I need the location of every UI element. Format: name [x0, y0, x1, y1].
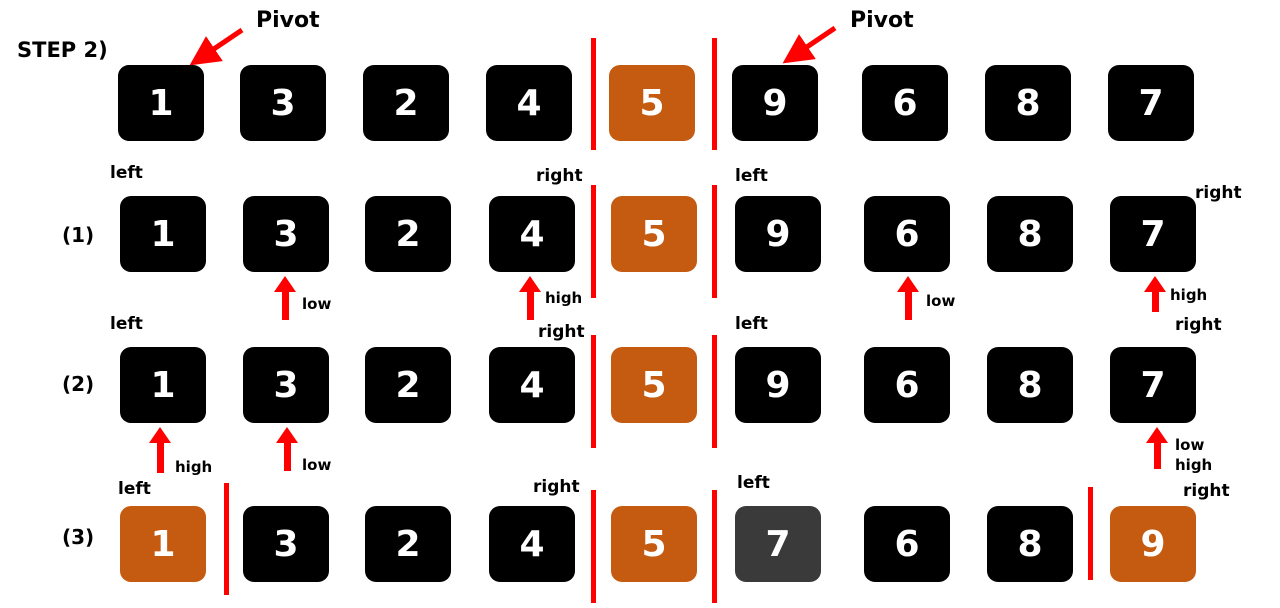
up-arrow-icon: [1144, 276, 1166, 312]
number-box: 8: [985, 65, 1071, 141]
number-box: 6: [862, 65, 948, 141]
pivot-label-right: Pivot: [850, 8, 914, 33]
up-arrow-icon: [1146, 427, 1168, 469]
number-box: 3: [243, 347, 329, 423]
row-label: (3): [62, 525, 95, 549]
partition-line: [712, 335, 717, 448]
number-box: 6: [864, 506, 950, 582]
pointer-tag-right: right: [1195, 183, 1242, 203]
number-box: 6: [864, 196, 950, 272]
number-box: 2: [365, 506, 451, 582]
pointer-tag-left: left: [737, 473, 770, 493]
number-box: 7: [1110, 347, 1196, 423]
partition-line: [591, 185, 596, 298]
number-box: 5: [611, 196, 697, 272]
pointer-tag-right: right: [1175, 315, 1222, 335]
row-label: (1): [62, 223, 95, 247]
pointer-label-high: high: [545, 289, 583, 307]
number-box: 5: [611, 347, 697, 423]
pointer-label-low: low: [302, 456, 332, 474]
pointer-label-low: low: [302, 295, 332, 313]
pointer-tag-left: left: [110, 314, 143, 334]
partition-line: [712, 490, 717, 603]
up-arrow-icon: [519, 276, 541, 320]
pivot-arrows: [189, 25, 837, 66]
number-box: 9: [732, 65, 818, 141]
up-arrow-icon: [897, 276, 919, 320]
pivot-arrow-icon: [189, 27, 244, 66]
partition-line: [591, 490, 596, 603]
row-label: (2): [62, 372, 95, 396]
number-box: 3: [243, 506, 329, 582]
number-box: 2: [365, 196, 451, 272]
number-box: 2: [363, 65, 449, 141]
partition-line: [591, 335, 596, 448]
pointer-label-high: high: [1170, 286, 1208, 304]
partition-line: [1088, 487, 1093, 580]
number-box: 1: [120, 347, 206, 423]
number-box: 4: [489, 506, 575, 582]
pointer-label-low: low: [926, 292, 956, 310]
pointer-tag-left: left: [110, 163, 143, 183]
number-box: 2: [365, 347, 451, 423]
number-box: 3: [240, 65, 326, 141]
number-box: 8: [987, 506, 1073, 582]
number-box: 9: [735, 196, 821, 272]
pointer-tag-left: left: [118, 479, 151, 499]
pivot-label-left: Pivot: [256, 8, 320, 33]
number-box: 6: [864, 347, 950, 423]
partition-line: [224, 483, 229, 595]
pointer-tag-right: right: [538, 322, 585, 342]
number-box: 3: [243, 196, 329, 272]
up-arrow-icon: [276, 427, 298, 471]
pointer-tag-left: left: [735, 166, 768, 186]
number-box: 1: [120, 506, 206, 582]
number-box: 7: [1108, 65, 1194, 141]
number-box: 5: [611, 506, 697, 582]
number-box: 1: [120, 196, 206, 272]
pivot-arrow-icon: [782, 25, 837, 64]
number-box: 8: [987, 347, 1073, 423]
partition-line: [712, 185, 717, 298]
partition-line: [712, 38, 717, 150]
pointer-label-high: high: [1175, 456, 1213, 474]
pointer-tag-right: right: [536, 166, 583, 186]
pointer-label-low: low: [1175, 436, 1205, 454]
pointer-tag-right: right: [533, 477, 580, 497]
up-arrow-icon: [149, 427, 171, 473]
number-box: 9: [735, 347, 821, 423]
number-box: 5: [609, 65, 695, 141]
number-box: 4: [486, 65, 572, 141]
number-box: 4: [489, 347, 575, 423]
pointer-tag-left: left: [735, 314, 768, 334]
number-box: 7: [1110, 196, 1196, 272]
step-title: STEP 2): [17, 38, 108, 62]
number-box: 4: [489, 196, 575, 272]
pointer-tag-right: right: [1183, 481, 1230, 501]
partition-line: [591, 38, 596, 150]
pointer-label-high: high: [175, 458, 213, 476]
number-box: 9: [1110, 506, 1196, 582]
up-arrow-icon: [274, 276, 296, 320]
number-box: 7: [735, 506, 821, 582]
number-box: 1: [118, 65, 204, 141]
number-box: 8: [987, 196, 1073, 272]
